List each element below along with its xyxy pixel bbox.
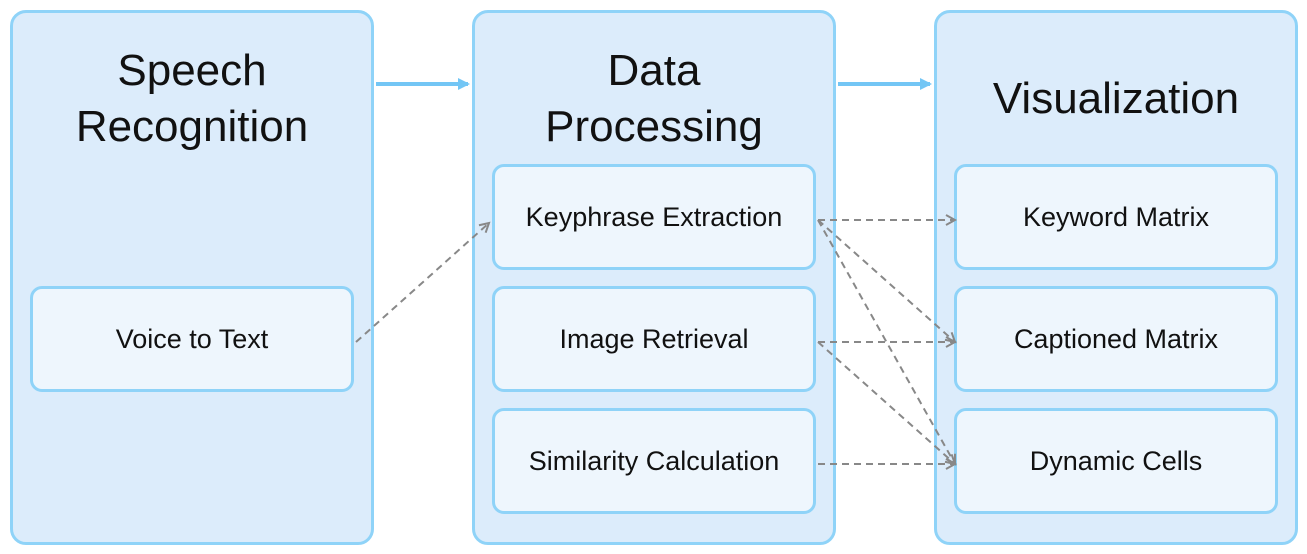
keyphrase-extraction-node: Keyphrase Extraction [492,164,816,270]
dynamic-cells-node: Dynamic Cells [954,408,1278,514]
keyword-matrix-node: Keyword Matrix [954,164,1278,270]
similarity-calculation-node: Similarity Calculation [492,408,816,514]
voice-to-text-node: Voice to Text [30,286,354,392]
captioned-matrix-node: Captioned Matrix [954,286,1278,392]
edge-voice-to-keyphrase [355,223,489,343]
speech-recognition-title: Speech Recognition [75,46,309,151]
data-processing-title: Data Processing [545,46,763,151]
speech-recognition-column: Speech Recognition [10,10,374,545]
visualization-title: Visualization [992,74,1240,123]
image-retrieval-node: Image Retrieval [492,286,816,392]
